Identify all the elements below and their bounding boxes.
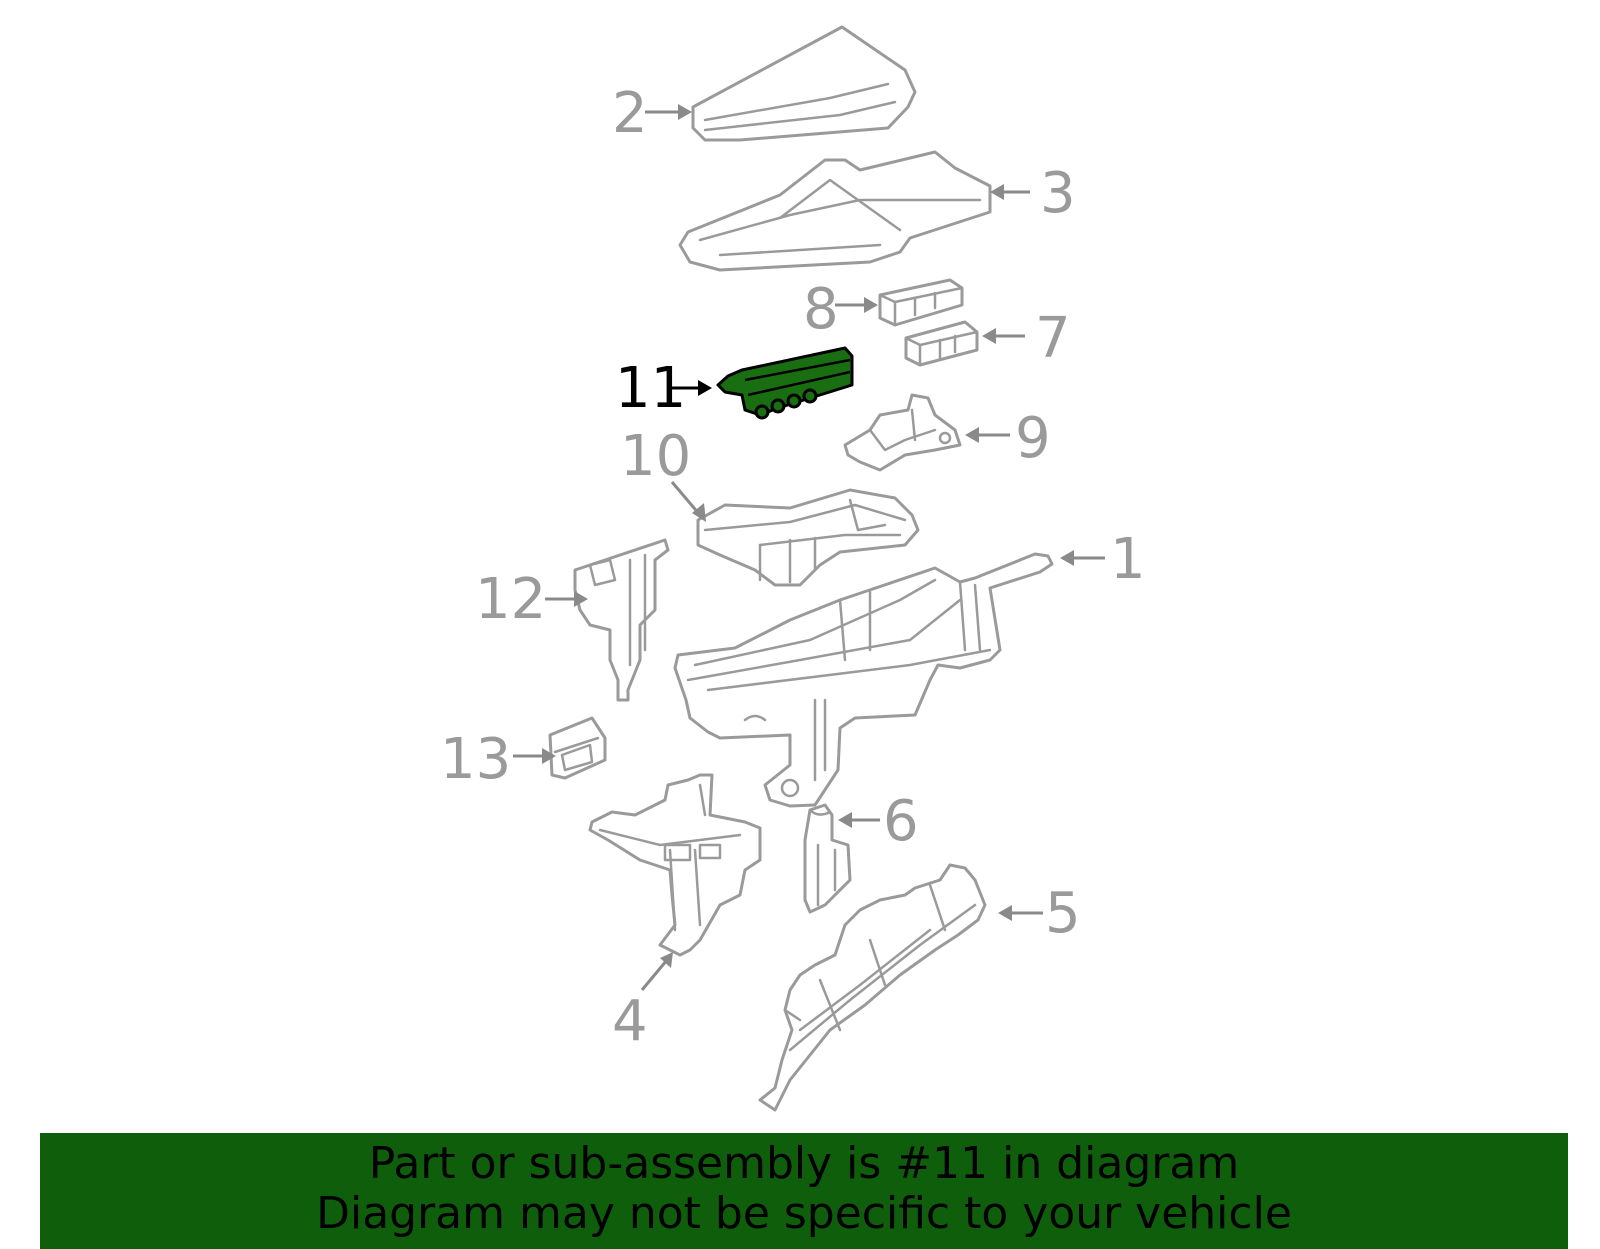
part-3-upper-housing	[678, 150, 992, 272]
callout-11: 11	[615, 356, 686, 421]
part-4-lower-bracket	[588, 773, 762, 957]
callout-2: 2	[612, 81, 648, 146]
part-8-block	[878, 278, 964, 327]
part-11-highlighted	[716, 346, 854, 420]
callout-12: 12	[475, 567, 546, 632]
footer-banner: Part or sub-assembly is #11 in diagram D…	[40, 1133, 1568, 1249]
callout-3: 3	[1040, 161, 1076, 226]
callout-5: 5	[1045, 881, 1081, 946]
part-13-small-block	[548, 716, 607, 780]
part-6-pin	[803, 803, 852, 914]
parts-diagram: 2 3 8 7 11 9 10 1 12 13 6 5 4	[440, 25, 1146, 1112]
callout-9: 9	[1015, 406, 1051, 471]
callout-6: 6	[883, 789, 919, 854]
callout-7: 7	[1035, 306, 1071, 371]
callout-8: 8	[803, 277, 839, 342]
callout-1: 1	[1110, 527, 1146, 592]
callout-arrows	[513, 104, 1105, 991]
part-2-cover	[691, 25, 917, 142]
part-12-side-bracket	[573, 538, 670, 702]
callout-labels: 2 3 8 7 11 9 10 1 12 13 6 5 4	[440, 81, 1146, 1054]
part-1-main-body	[673, 552, 1054, 808]
footer-line-2: Diagram may not be specific to your vehi…	[316, 1188, 1292, 1239]
callout-4: 4	[612, 989, 648, 1054]
footer-line-1: Part or sub-assembly is #11 in diagram	[368, 1138, 1240, 1189]
callout-13: 13	[440, 727, 511, 792]
part-9-bracket	[843, 393, 962, 472]
callout-10: 10	[620, 424, 691, 489]
part-5-long-bracket	[758, 863, 987, 1112]
part-10-relay-block	[696, 488, 920, 587]
part-7-block	[904, 320, 979, 367]
